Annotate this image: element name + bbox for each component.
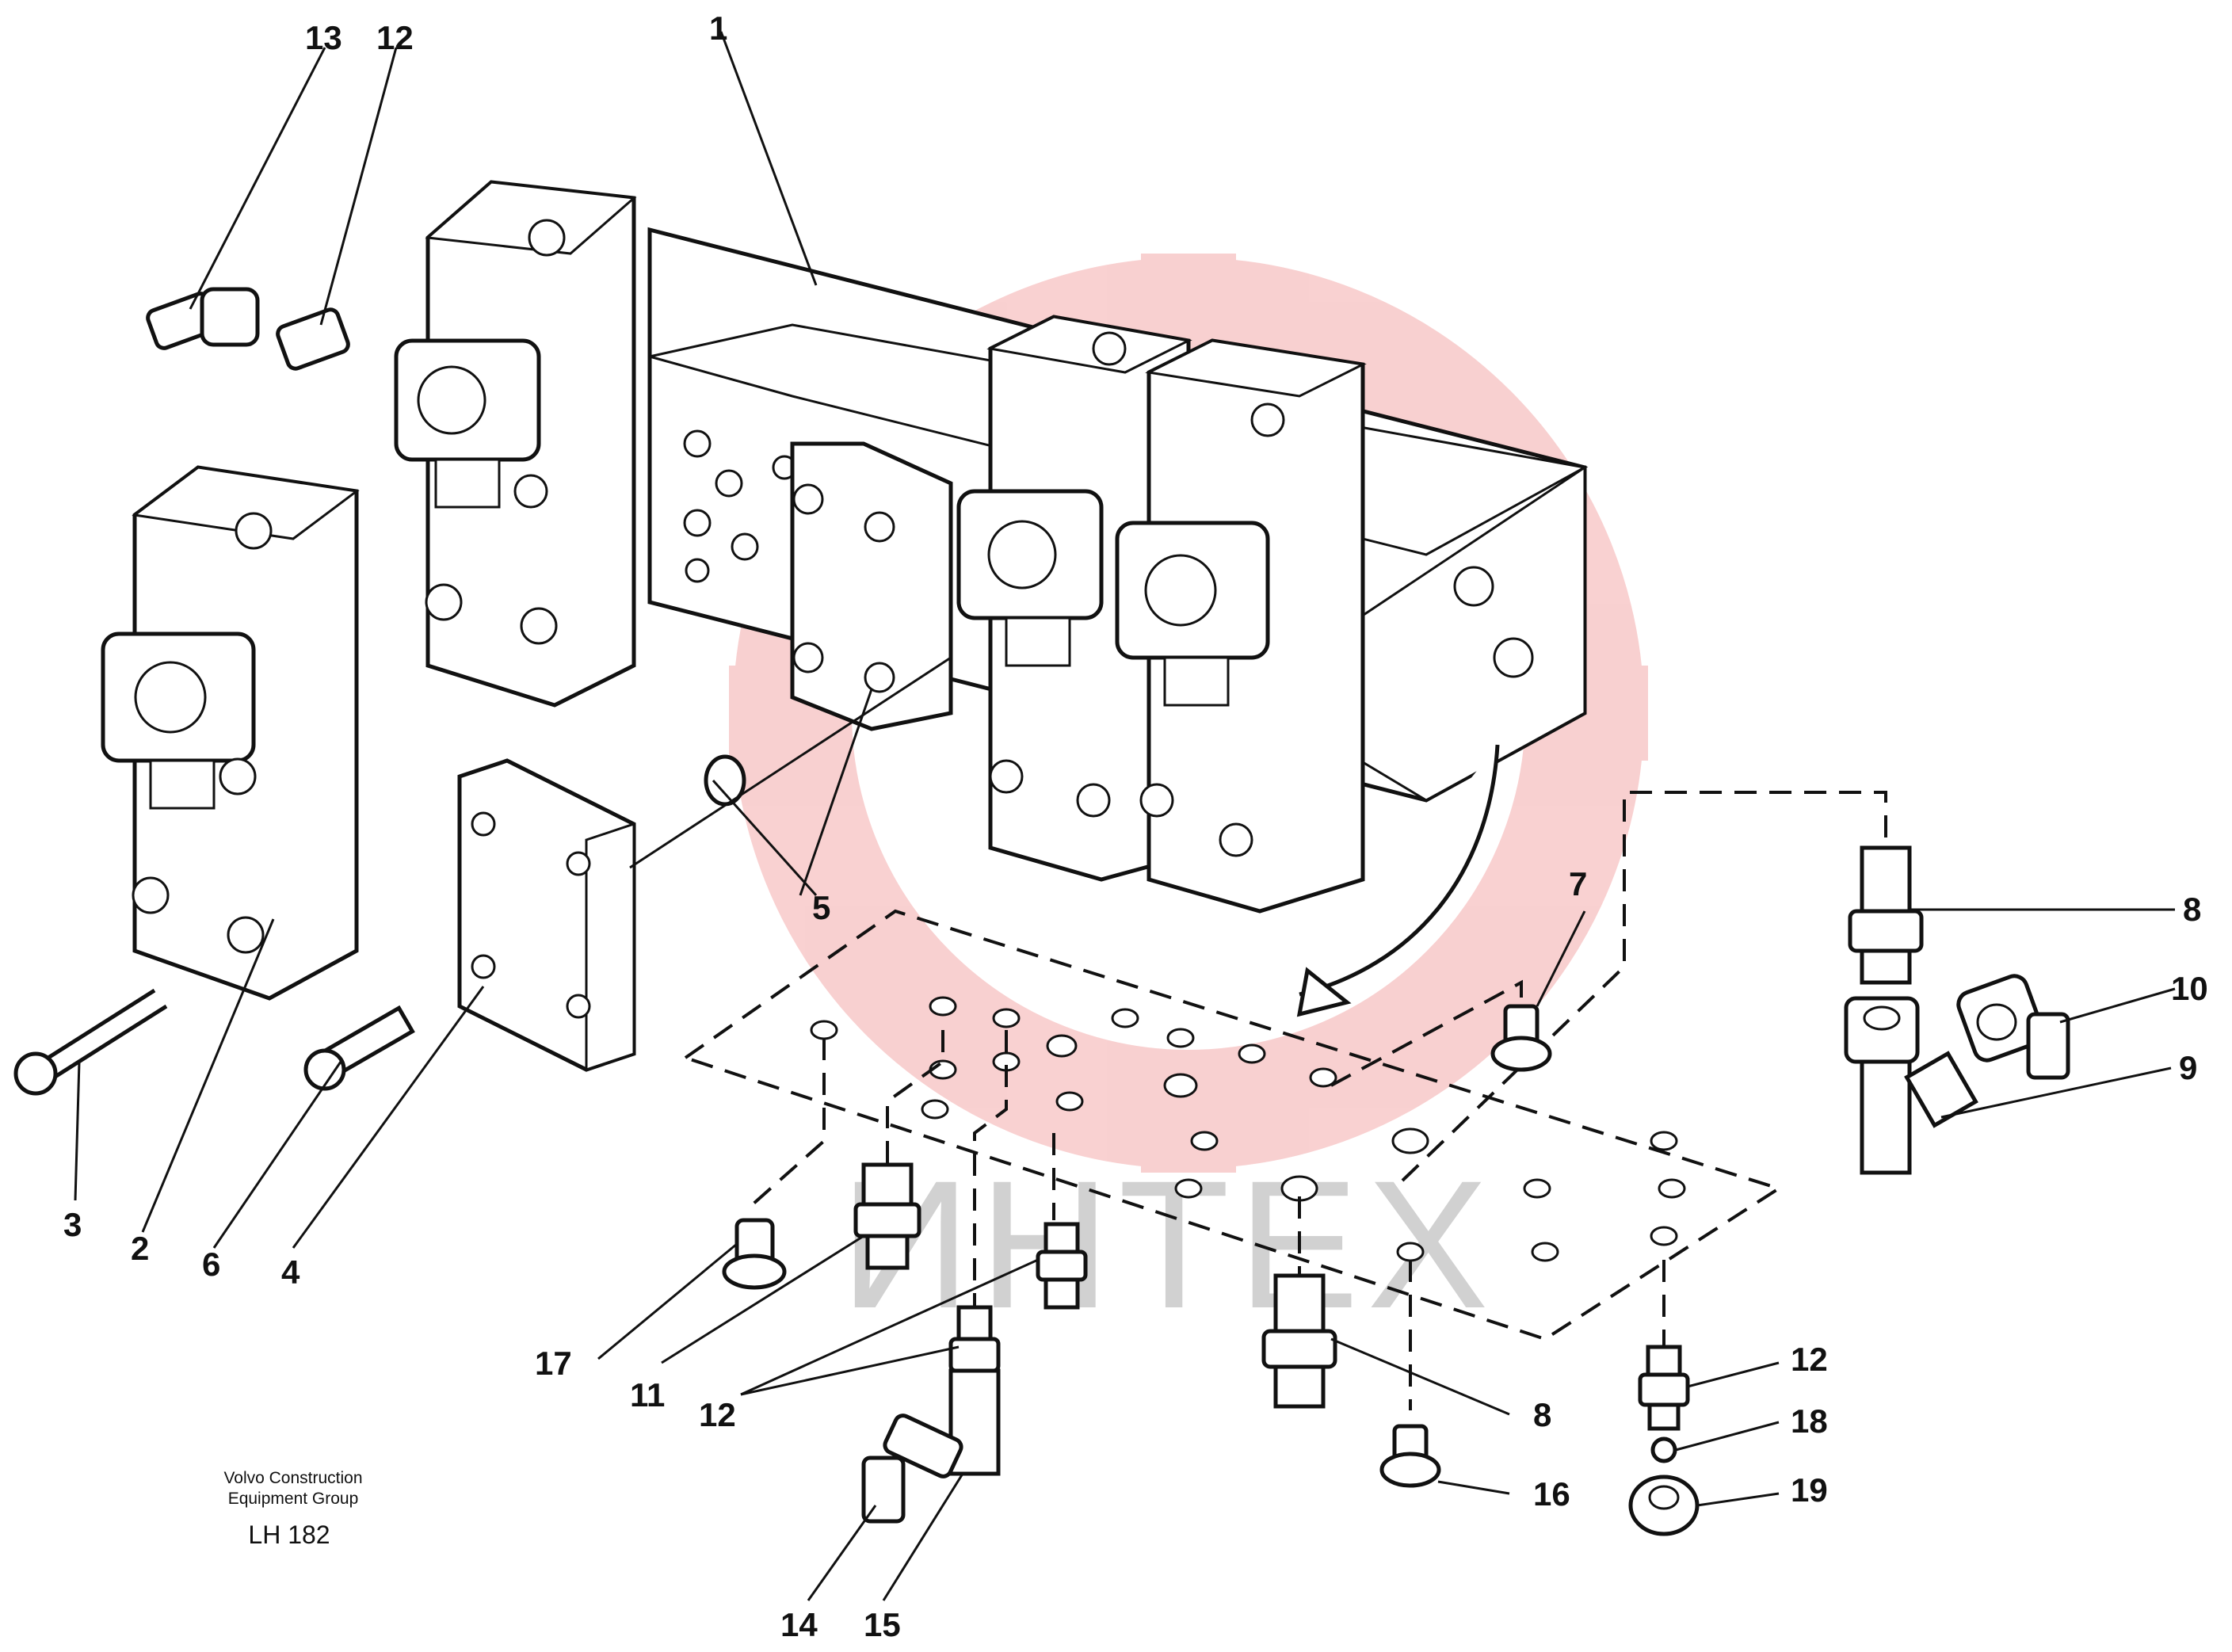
manifold-ports: [683, 429, 797, 583]
curved-arrow: [1296, 744, 1500, 1017]
leader-lines: [74, 31, 2176, 1601]
caption-code: LH 182: [248, 1520, 330, 1549]
solenoid-valve-right-1: [956, 315, 1192, 882]
nipple-8-right: [1848, 845, 1924, 985]
elbow-fitting-top: [146, 287, 260, 350]
nipple-11: [853, 1162, 921, 1270]
elbow-fitting-10: [1956, 974, 2070, 1080]
screw-short: [303, 1005, 415, 1091]
solenoid-valve-exploded: [101, 465, 360, 1001]
nipple-12-lower-a: [1036, 1222, 1088, 1310]
callout-2: 2: [131, 1230, 149, 1267]
cover-plate-exploded: [457, 758, 636, 1072]
watermark-text: ИНТЕХ: [840, 1143, 1497, 1346]
callout-5: 5: [812, 889, 830, 926]
caption-line-1: Volvo Construction: [223, 1469, 362, 1487]
mounting-plate-outline: [681, 909, 1783, 1341]
tee-fitting-9: [1844, 996, 1978, 1175]
solenoid-valve-upper-left: [394, 180, 637, 708]
callout-10: 10: [2171, 970, 2208, 1007]
callout-17: 17: [535, 1345, 572, 1382]
ball-18: [1650, 1436, 1677, 1463]
callout-13: 13: [305, 19, 342, 56]
callout-11: 11: [630, 1376, 665, 1414]
callout-4: 4: [281, 1253, 300, 1291]
callout-15: 15: [864, 1606, 901, 1643]
solenoid-valve-right-2: [1115, 338, 1367, 914]
plug-7: [1490, 1004, 1552, 1072]
callout-8-right: 8: [2183, 891, 2201, 928]
plug-17: [722, 1218, 787, 1290]
callout-12-right: 12: [1791, 1341, 1828, 1378]
cover-plate-on-block: [790, 441, 953, 731]
callout-16: 16: [1533, 1475, 1570, 1513]
caption-line-2: Equipment Group: [228, 1490, 359, 1508]
nut-19: [1628, 1475, 1700, 1536]
callout-8-lower: 8: [1533, 1396, 1551, 1433]
nipple-fitting-top: [276, 307, 350, 371]
callout-18: 18: [1791, 1402, 1828, 1440]
plug-16: [1379, 1424, 1441, 1488]
caption-block: Volvo Construction Equipment Group LH 18…: [223, 1469, 362, 1549]
nipple-12-right: [1638, 1345, 1690, 1431]
callout-6: 6: [202, 1246, 220, 1283]
nipple-8-lower: [1261, 1273, 1337, 1409]
nipple-12-lower-b: [948, 1305, 1001, 1373]
elbow-fitting-14: [861, 1414, 963, 1524]
callout-7: 7: [1569, 865, 1587, 902]
mounting-plate-holes: [810, 996, 1686, 1262]
callout-labels: 13 12 1 3 2 6 4 5 7 8 10 9 17 11 12 8 12…: [63, 10, 2208, 1643]
callout-3: 3: [63, 1206, 82, 1243]
callout-12-top: 12: [376, 19, 414, 56]
callout-12-lower: 12: [699, 1396, 736, 1433]
screw-long: [13, 988, 168, 1096]
callout-1: 1: [709, 10, 727, 47]
callout-19: 19: [1791, 1471, 1828, 1509]
callout-14: 14: [780, 1606, 818, 1643]
callout-9: 9: [2179, 1049, 2197, 1086]
dashed-connectors: [751, 791, 1887, 1410]
